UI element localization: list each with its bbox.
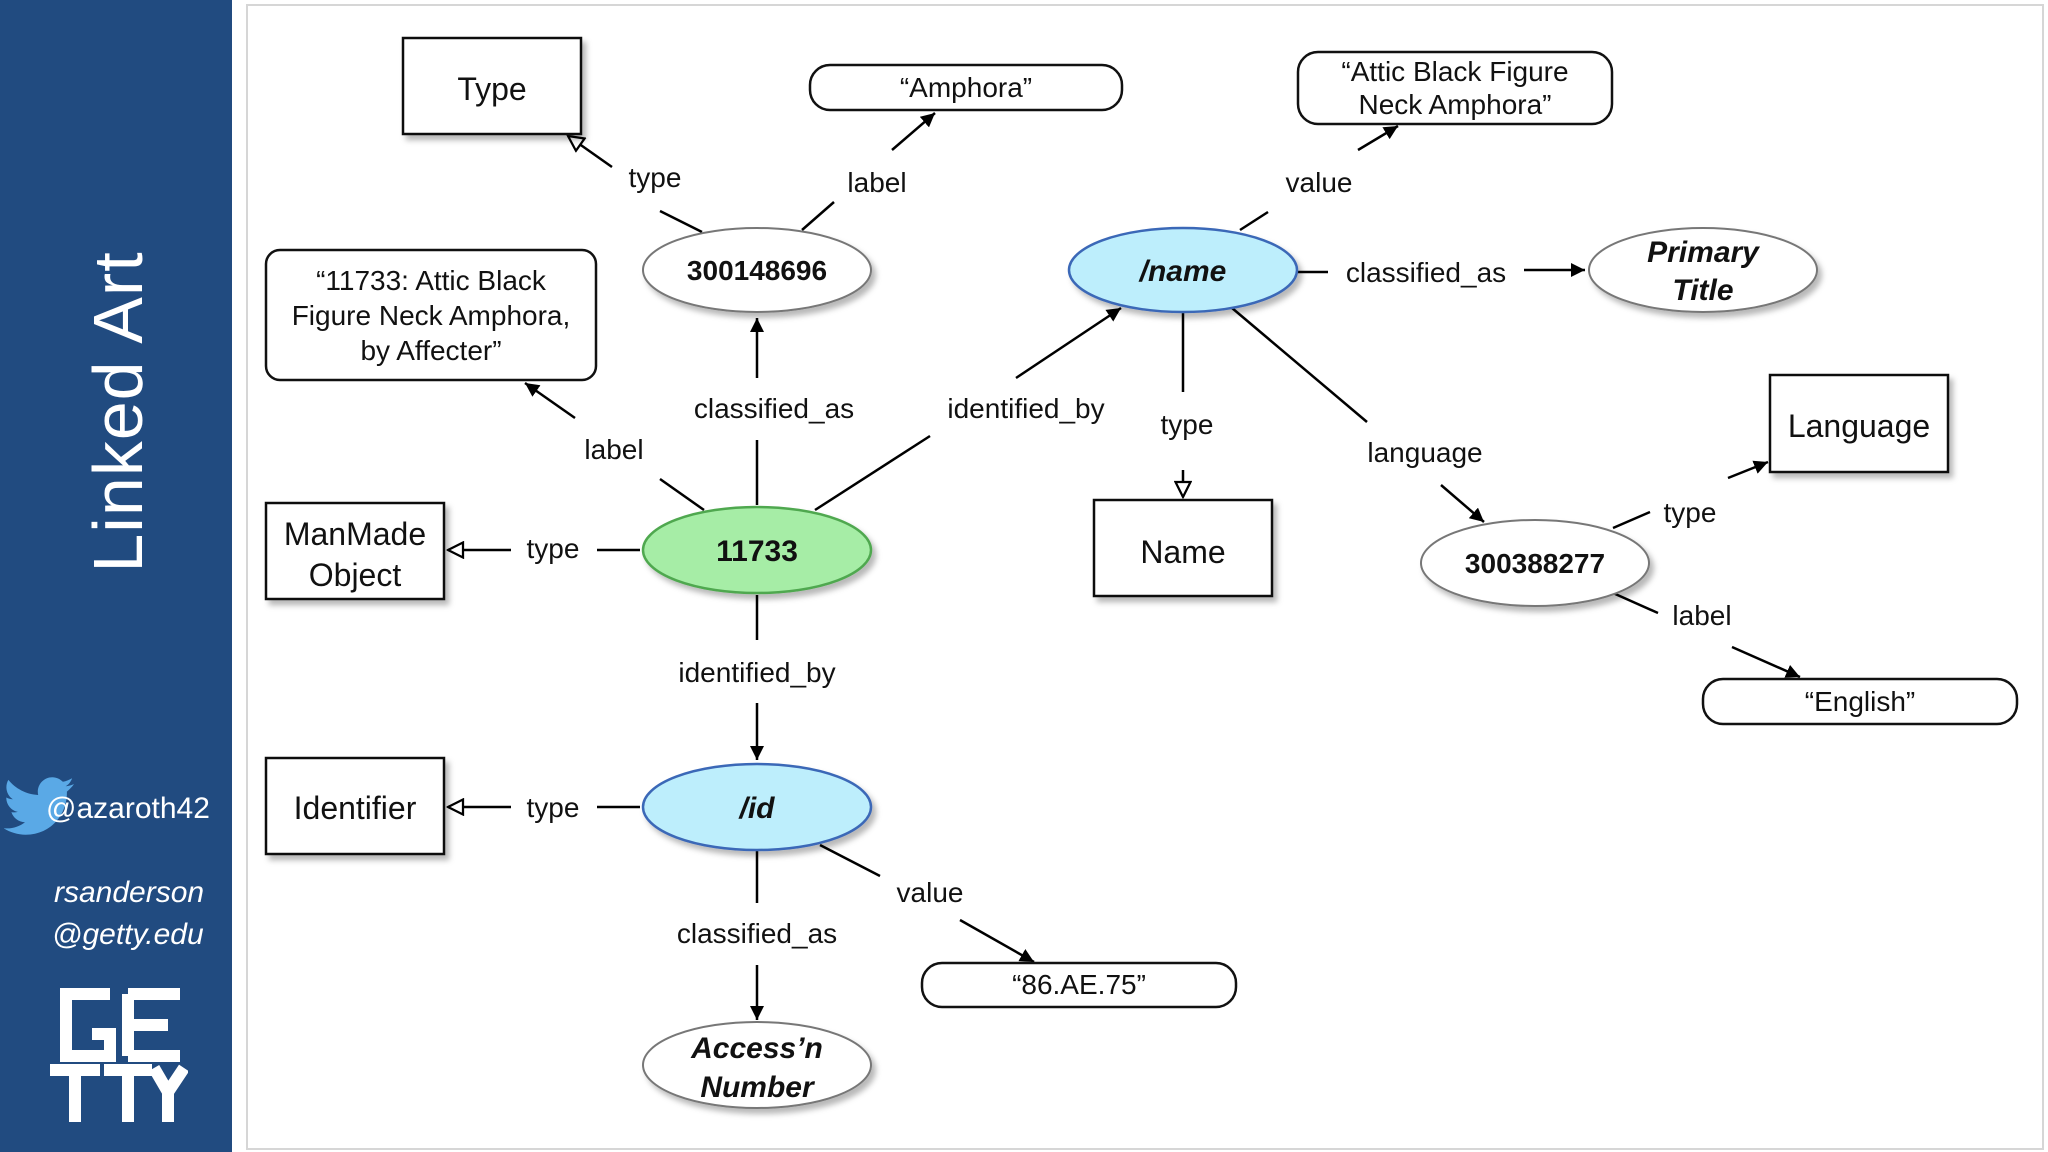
edge-line	[1612, 591, 1659, 615]
edge-line	[1239, 210, 1269, 232]
twitter-icon	[4, 777, 74, 835]
concept-node-300148696: 300148696	[642, 227, 872, 313]
node-label: Language	[1788, 408, 1930, 444]
edge-line	[1727, 460, 1769, 480]
edge-label-classified-as: classified_as	[694, 393, 854, 424]
edge-label-label: label	[847, 167, 906, 198]
edge-line	[1015, 306, 1122, 380]
node-label: /name	[1138, 255, 1227, 288]
node-label: “English”	[1805, 686, 1915, 717]
edge-line	[524, 381, 576, 420]
blank-node-id: /id	[641, 762, 873, 852]
node-label: Title	[1672, 274, 1733, 307]
node-label: Access’n	[690, 1032, 823, 1065]
edge-line	[1731, 645, 1801, 679]
node-label: by Affecter”	[360, 335, 501, 366]
edge-label-type: type	[527, 792, 580, 823]
node-label: Figure Neck Amphora,	[292, 300, 571, 331]
node-label: 300388277	[1465, 548, 1605, 579]
node-label: “Amphora”	[900, 72, 1032, 103]
edge-line	[819, 843, 881, 878]
edge-line	[1440, 484, 1485, 523]
getty-logo	[48, 988, 188, 1126]
node-label: Name	[1140, 534, 1225, 570]
class-node-name: Name	[1092, 498, 1274, 598]
class-node-identifier: Identifier	[264, 756, 446, 856]
email-line-2: @getty.edu	[52, 918, 204, 951]
edge-line	[959, 918, 1035, 964]
literal-node-english: “English”	[1701, 677, 2019, 726]
node-label: Object	[309, 557, 402, 593]
node-label: ManMade	[284, 516, 426, 552]
edge-line	[1357, 124, 1399, 152]
slide-border	[246, 4, 2044, 1150]
node-label: 11733	[716, 535, 798, 568]
class-node-language: Language	[1768, 373, 1950, 474]
edge-label-label: label	[1672, 600, 1731, 631]
edge-line	[814, 434, 931, 512]
node-label: “Attic Black Figure	[1341, 56, 1568, 87]
class-node-type: Type	[401, 36, 583, 136]
literal-node-amphora: “Amphora”	[808, 63, 1124, 112]
edge-label-type: type	[527, 533, 580, 564]
node-label: Identifier	[294, 790, 417, 826]
concept-node-accession-number: Access’n Number	[642, 1021, 872, 1109]
node-label: /id	[738, 792, 776, 825]
edge-label-classified-as: classified_as	[1346, 257, 1506, 288]
node-label: Type	[457, 71, 526, 107]
edge-line	[659, 477, 705, 512]
edge-label-label: label	[584, 434, 643, 465]
literal-node-attic: “Attic Black Figure Neck Amphora”	[1296, 50, 1614, 126]
concept-node-300388277: 300388277	[1420, 519, 1650, 607]
node-label: Number	[700, 1071, 816, 1104]
edge-label-identified-by: identified_by	[678, 657, 835, 688]
edge-line	[659, 209, 703, 234]
edge-label-type: type	[1161, 409, 1214, 440]
sidebar: Linked Art @azaroth42 rsanderson @getty.…	[0, 0, 232, 1152]
edge-label-type: type	[1664, 497, 1717, 528]
twitter-handle[interactable]: @azaroth42	[46, 792, 210, 825]
edge-label-identified-by: identified_by	[947, 393, 1104, 424]
edge-label-value: value	[897, 877, 964, 908]
edge-line	[1231, 307, 1368, 423]
node-label: Neck Amphora”	[1359, 89, 1552, 120]
edge-line	[568, 136, 613, 169]
concept-node-primary-title: Primary Title	[1588, 227, 1818, 313]
edge-line	[1612, 510, 1651, 530]
node-label: Primary	[1647, 236, 1760, 269]
node-label: “86.AE.75”	[1012, 969, 1146, 1000]
edge-label-language: language	[1367, 437, 1482, 468]
literal-node-accession: “86.AE.75”	[920, 961, 1238, 1009]
edge-label-classified-as: classified_as	[677, 918, 837, 949]
edge-label-type: type	[629, 162, 682, 193]
class-node-manmade-object: ManMade Object	[264, 501, 446, 601]
edge-line	[801, 201, 835, 231]
object-node-11733: 11733	[641, 505, 873, 595]
node-label: 300148696	[687, 255, 827, 286]
blank-node-name: /name	[1067, 226, 1299, 314]
edge-label-value: value	[1286, 167, 1353, 198]
email-line-1: rsanderson	[54, 876, 205, 909]
node-label: “11733: Attic Black	[316, 265, 547, 296]
literal-node-label: “11733: Attic Black Figure Neck Amphora,…	[264, 248, 598, 382]
edge-line	[891, 112, 936, 151]
